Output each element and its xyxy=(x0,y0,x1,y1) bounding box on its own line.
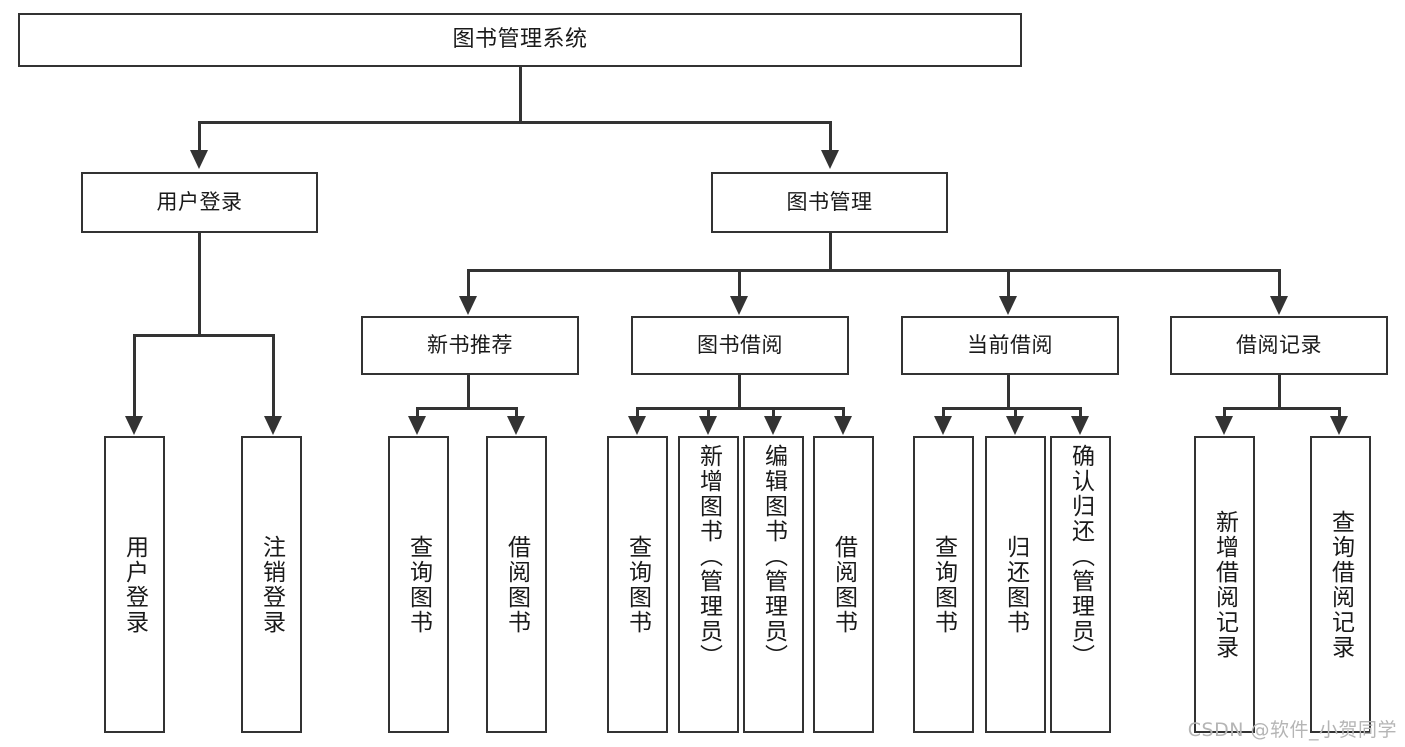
connector-login-stem xyxy=(198,233,201,336)
leaf-record-query-record[interactable]: 查询借阅记录 xyxy=(1310,436,1371,733)
node-label: 用户登录 xyxy=(156,190,243,215)
leaf-login-logout[interactable]: 注销登录 xyxy=(241,436,302,733)
leaf-current-query-book[interactable]: 查询图书 xyxy=(913,436,974,733)
arrow-to-borrow-leaf-1 xyxy=(628,416,646,435)
leaf-record-add-record[interactable]: 新增借阅记录 xyxy=(1194,436,1255,733)
leaf-label: 查询借阅记录 xyxy=(1327,509,1354,660)
watermark-text: CSDN @软件_小贺同学 xyxy=(1187,719,1397,741)
node-book-management[interactable]: 图书管理 xyxy=(711,172,948,233)
leaf-newrec-borrow-book[interactable]: 借阅图书 xyxy=(486,436,547,733)
node-current-borrow[interactable]: 当前借阅 xyxy=(901,316,1119,375)
leaf-borrow-add-book-admin[interactable]: 新增图书（管理员） xyxy=(678,436,739,733)
leaf-label: 查询图书 xyxy=(624,534,651,635)
arrow-to-bookmanage xyxy=(821,150,839,169)
connector-drop-bookmanage xyxy=(829,121,832,153)
node-label: 图书借阅 xyxy=(697,333,783,358)
node-label: 借阅记录 xyxy=(1236,333,1322,358)
node-label: 当前借阅 xyxy=(967,333,1053,358)
leaf-borrow-edit-book-admin[interactable]: 编辑图书（管理员） xyxy=(743,436,804,733)
arrow-to-login-leaf-1 xyxy=(125,416,143,435)
arrow-to-current-leaf-3 xyxy=(1071,416,1089,435)
node-borrow-record[interactable]: 借阅记录 xyxy=(1170,316,1388,375)
node-root-system[interactable]: 图书管理系统 xyxy=(18,13,1022,67)
node-label: 图书管理 xyxy=(786,190,873,215)
leaf-label: 查询图书 xyxy=(405,534,432,635)
connector-newrec-bus xyxy=(416,407,518,410)
arrow-to-record-leaf-1 xyxy=(1215,416,1233,435)
connector-borrow-bus xyxy=(636,407,844,410)
leaf-label: 编辑图书（管理员） xyxy=(760,444,787,669)
leaf-login-user-login[interactable]: 用户登录 xyxy=(104,436,165,733)
connector-drop-current xyxy=(1007,269,1010,299)
connector-level3-bus xyxy=(467,269,1281,272)
connector-record-bus xyxy=(1223,407,1341,410)
arrow-to-current xyxy=(999,296,1017,315)
connector-level2-bus xyxy=(198,121,832,124)
node-label: 新书推荐 xyxy=(427,333,513,358)
arrow-to-login xyxy=(190,150,208,169)
leaf-label: 借阅图书 xyxy=(830,534,857,635)
connector-borrow-stem xyxy=(738,375,741,410)
node-label: 图书管理系统 xyxy=(452,27,588,53)
leaf-label: 查询图书 xyxy=(930,534,957,635)
connector-record-stem xyxy=(1278,375,1281,410)
connector-drop-newrec-leaf-2 xyxy=(515,407,518,419)
connector-drop-current-leaf-3 xyxy=(1079,407,1082,419)
connector-drop-record xyxy=(1278,269,1281,299)
leaf-label: 新增图书（管理员） xyxy=(695,444,722,669)
leaf-label: 归还图书 xyxy=(1002,534,1029,635)
connector-drop-login-leaf-1 xyxy=(133,334,136,419)
connector-drop-newrec-leaf-1 xyxy=(416,407,419,419)
connector-drop-current-leaf-2 xyxy=(1014,407,1017,419)
leaf-label: 用户登录 xyxy=(121,534,148,635)
connector-drop-record-leaf-2 xyxy=(1338,407,1341,419)
connector-drop-login xyxy=(198,121,201,153)
arrow-to-current-leaf-1 xyxy=(934,416,952,435)
arrow-to-borrow xyxy=(730,296,748,315)
leaf-current-confirm-return-admin[interactable]: 确认归还（管理员） xyxy=(1050,436,1111,733)
node-new-book-recommend[interactable]: 新书推荐 xyxy=(361,316,579,375)
connector-drop-borrow-leaf-2 xyxy=(707,407,710,419)
connector-drop-current-leaf-1 xyxy=(942,407,945,419)
connector-login-bus xyxy=(133,334,275,337)
node-book-borrow[interactable]: 图书借阅 xyxy=(631,316,849,375)
leaf-newrec-query-book[interactable]: 查询图书 xyxy=(388,436,449,733)
arrow-to-borrow-leaf-2 xyxy=(699,416,717,435)
connector-drop-newrec xyxy=(467,269,470,299)
arrow-to-newrec-leaf-1 xyxy=(408,416,426,435)
connector-drop-login-leaf-2 xyxy=(272,334,275,419)
connector-newrec-stem xyxy=(467,375,470,410)
arrow-to-newrec xyxy=(459,296,477,315)
arrow-to-borrow-leaf-4 xyxy=(834,416,852,435)
connector-drop-borrow-leaf-3 xyxy=(772,407,775,419)
connector-drop-borrow-leaf-4 xyxy=(842,407,845,419)
arrow-to-record-leaf-2 xyxy=(1330,416,1348,435)
connector-current-bus xyxy=(942,407,1080,410)
arrow-to-record xyxy=(1270,296,1288,315)
arrow-to-newrec-leaf-2 xyxy=(507,416,525,435)
connector-drop-borrow-leaf-1 xyxy=(636,407,639,419)
arrow-to-current-leaf-2 xyxy=(1006,416,1024,435)
connector-drop-borrow xyxy=(738,269,741,299)
leaf-label: 注销登录 xyxy=(258,534,285,635)
leaf-label: 确认归还（管理员） xyxy=(1067,444,1094,669)
arrow-to-borrow-leaf-3 xyxy=(764,416,782,435)
connector-bookmanage-stem xyxy=(829,233,832,271)
leaf-label: 新增借阅记录 xyxy=(1211,509,1238,660)
leaf-borrow-query-book[interactable]: 查询图书 xyxy=(607,436,668,733)
arrow-to-login-leaf-2 xyxy=(264,416,282,435)
connector-root-stem xyxy=(519,67,522,122)
node-user-login[interactable]: 用户登录 xyxy=(81,172,318,233)
connector-drop-record-leaf-1 xyxy=(1223,407,1226,419)
connector-current-stem xyxy=(1007,375,1010,410)
leaf-borrow-borrow-book[interactable]: 借阅图书 xyxy=(813,436,874,733)
leaf-label: 借阅图书 xyxy=(503,534,530,635)
leaf-current-return-book[interactable]: 归还图书 xyxy=(985,436,1046,733)
